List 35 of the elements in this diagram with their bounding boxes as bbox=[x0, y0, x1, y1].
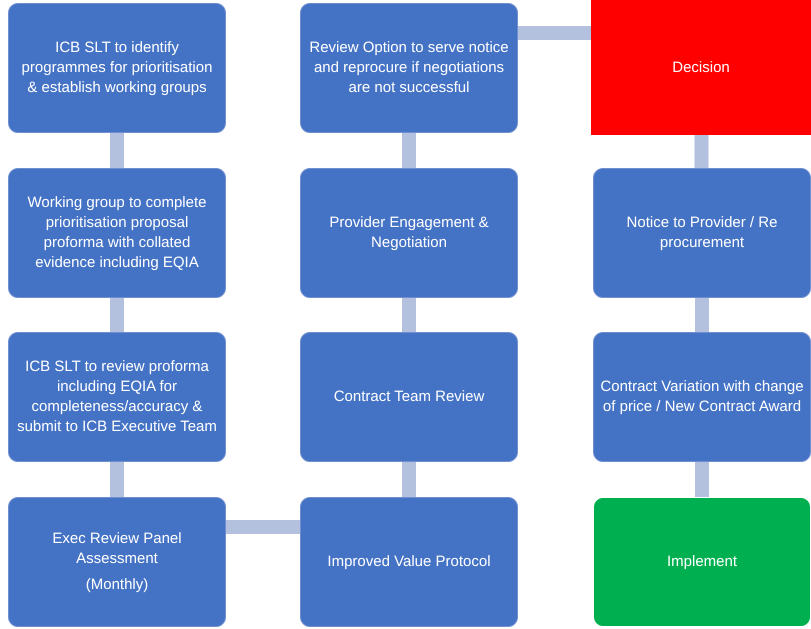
connector-bar bbox=[226, 520, 300, 534]
box-text: Working group to complete prioritisation proposal proforma with collated evidence including EQIA bbox=[26, 193, 208, 273]
box-text: Decision bbox=[672, 58, 730, 78]
box-text: Review Option to serve notice and reprocure if negotiations are not successful bbox=[308, 38, 510, 98]
process-box bbox=[8, 3, 226, 133]
box-text: Exec Review Panel Assessment bbox=[51, 529, 183, 569]
process-box bbox=[8, 497, 226, 627]
connector-bar bbox=[110, 133, 124, 168]
box-text: Implement bbox=[666, 552, 738, 572]
connector-bar bbox=[110, 298, 124, 332]
process-box bbox=[593, 168, 811, 298]
connector-bar bbox=[694, 135, 708, 168]
connector-bar bbox=[402, 133, 416, 168]
process-box bbox=[300, 332, 518, 462]
process-box bbox=[8, 332, 226, 462]
connector-bar bbox=[402, 298, 416, 332]
connector-bar bbox=[695, 298, 709, 332]
process-box bbox=[591, 0, 811, 135]
box-text: ICB SLT to identify programmes for prioritisation & establish working groups bbox=[20, 38, 214, 98]
process-box bbox=[593, 332, 811, 462]
box-text: Contract Variation with change of price / New Contract Award bbox=[600, 377, 804, 417]
connector-bar bbox=[110, 462, 124, 497]
process-box bbox=[300, 3, 518, 133]
box-text: Improved Value Protocol bbox=[327, 552, 491, 572]
box-text: Contract Team Review bbox=[334, 387, 484, 407]
process-box bbox=[300, 168, 518, 298]
process-box bbox=[300, 497, 518, 627]
box-text: Provider Engagement & Negotiation bbox=[328, 213, 490, 253]
connector-bar bbox=[695, 462, 709, 497]
box-text: Notice to Provider / Re procurement bbox=[626, 213, 778, 253]
box-text: ICB SLT to review proforma including EQIA for completeness/accuracy & submit to ICB Executive Team bbox=[16, 357, 218, 437]
process-box bbox=[593, 497, 811, 627]
box-text: (Monthly) bbox=[86, 575, 148, 595]
connector-bar bbox=[402, 462, 416, 497]
process-box bbox=[8, 168, 226, 298]
